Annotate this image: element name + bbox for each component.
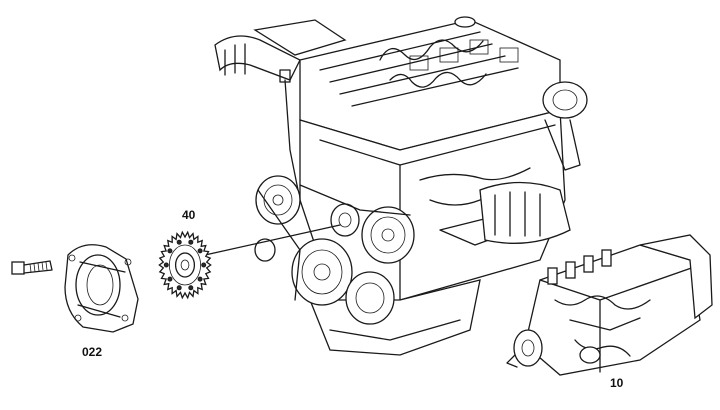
- timing-cover: [64, 244, 139, 333]
- front-pulleys: [254, 175, 415, 325]
- gear-ring-1: [168, 244, 201, 286]
- gear-chain-link: [176, 285, 182, 291]
- gear-chain-link: [188, 285, 194, 291]
- injection-pump: [506, 234, 713, 376]
- gear-ring-2: [174, 252, 196, 278]
- gear-ring-3: [180, 259, 190, 271]
- part-label-40: 40: [182, 208, 196, 222]
- part-label-022: 022: [82, 345, 103, 359]
- gear-chain-link: [197, 248, 203, 254]
- leader-line: [204, 224, 341, 256]
- timing-gear: [158, 230, 212, 300]
- bolt: [11, 260, 53, 275]
- gear-chain-link: [176, 239, 182, 245]
- part-label-10: 10: [610, 376, 624, 390]
- gear-chain-link: [167, 276, 173, 282]
- gear-chain-link: [201, 262, 207, 268]
- gear-chain-link: [163, 262, 169, 268]
- engine-block: [214, 16, 588, 356]
- gear-chain-link: [197, 276, 203, 282]
- gear-chain-link: [167, 248, 173, 254]
- gear-chain-link: [188, 239, 194, 245]
